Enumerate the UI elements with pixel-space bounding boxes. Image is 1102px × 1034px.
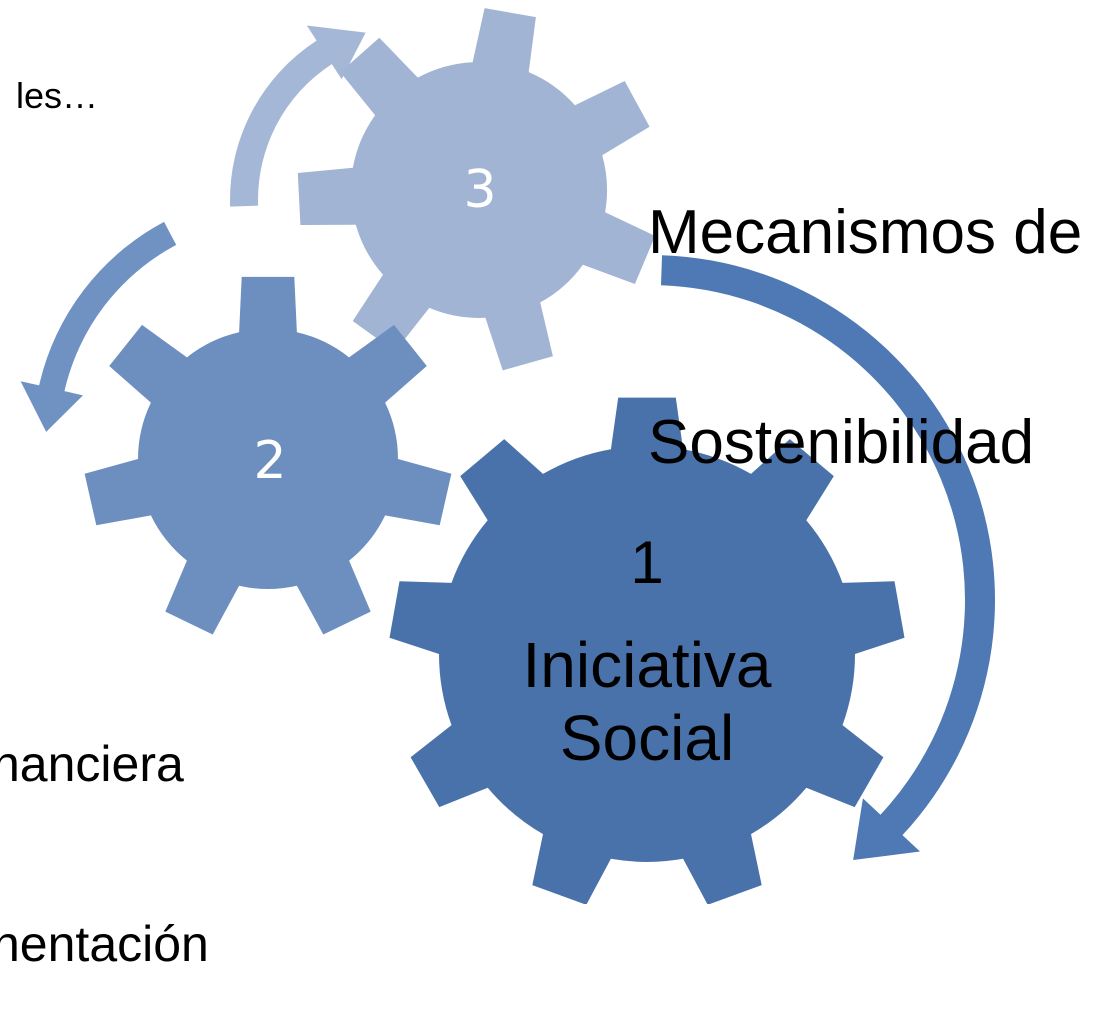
gear-3-label-line2: Sostenibilidad [648,408,1035,477]
gear-numbers: 3 2 1 Iniciativa Social [253,160,771,774]
gears-group [84,8,905,904]
gear-2-shape [84,276,452,635]
gear-2-number: 2 [253,431,286,491]
gear-2-label: nanciera nentación [0,614,209,1034]
gear-3-label: Mecanismos de Sostenibilidad [648,58,1082,548]
gear-2-label-line2: nentación [0,916,209,972]
gear-3-number: 3 [463,160,496,220]
partial-label-top-left: les… [0,42,98,114]
gear-1-title-line2: Social [560,702,734,774]
gear-1-shape [389,397,905,904]
gear-2-label-line1: nanciera [0,736,184,792]
partial-label-top-left-text: les… [16,75,99,116]
gear-process-diagram: 3 2 1 Iniciativa Social [20,8,996,904]
gear-3-label-line1: Mecanismos de [648,198,1083,267]
arrow-gear1-cycle [660,255,996,861]
arrow-gear3-cycle [230,25,366,207]
gear-1-number: 1 [630,529,663,596]
gear-1-title-line1: Iniciativa [523,629,772,701]
arrow-gear2-cycle [20,221,177,432]
cycle-arrows [20,25,996,861]
gear-3-shape [297,8,656,371]
